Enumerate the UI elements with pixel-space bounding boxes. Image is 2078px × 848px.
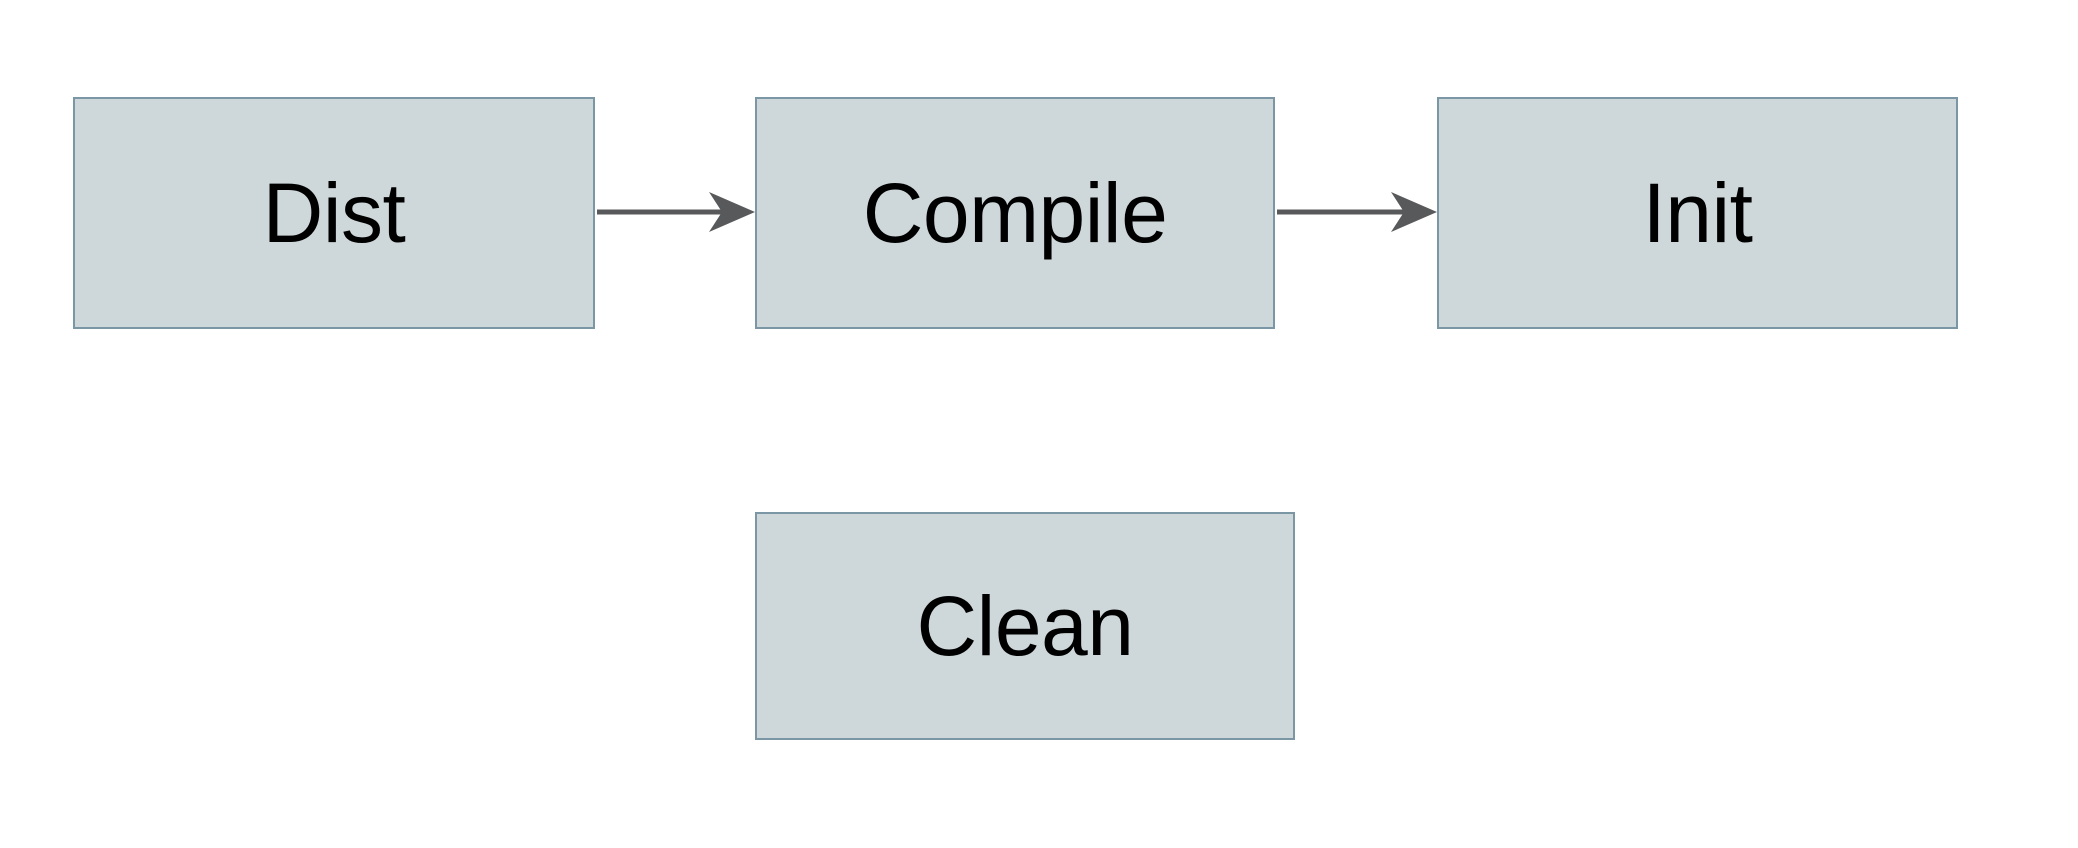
node-clean-label: Clean [916, 579, 1134, 673]
node-dist-label: Dist [262, 166, 406, 260]
edge-compile-to-init-arrowhead [1391, 192, 1437, 232]
node-clean[interactable]: Clean [755, 512, 1295, 740]
node-dist[interactable]: Dist [73, 97, 595, 329]
edge-compile-to-init[interactable] [1277, 192, 1437, 232]
edge-dist-to-compile-arrowhead [709, 192, 755, 232]
node-init[interactable]: Init [1437, 97, 1958, 329]
node-compile-label: Compile [862, 166, 1168, 260]
edge-dist-to-compile[interactable] [597, 192, 755, 232]
node-init-label: Init [1642, 166, 1753, 260]
node-compile[interactable]: Compile [755, 97, 1275, 329]
